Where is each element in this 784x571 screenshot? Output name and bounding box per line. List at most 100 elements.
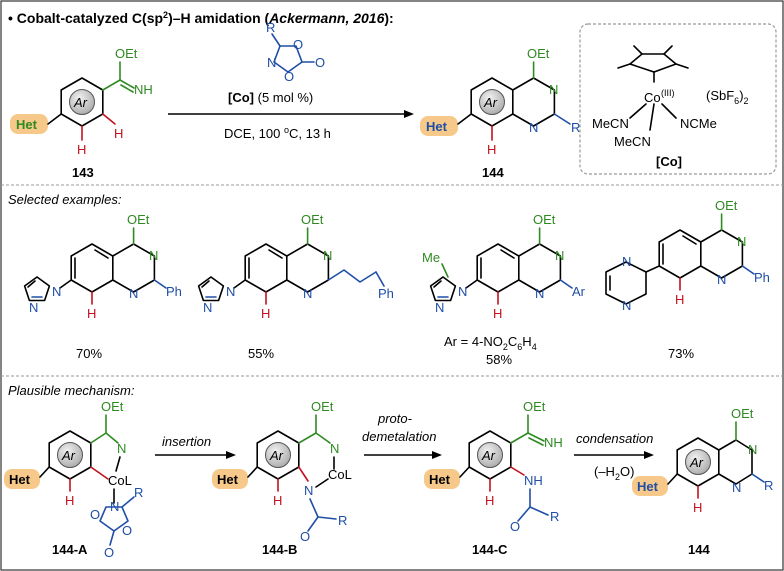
het-highlight: [632, 476, 668, 496]
oet-label: OEt: [731, 406, 754, 421]
intermediate-144-B: Ar Het H OEt N CoL N R O: [212, 399, 352, 544]
ligand-mecn-2: MeCN: [614, 134, 651, 149]
o-label-2: O: [122, 523, 132, 538]
ar-label: Ar: [481, 448, 496, 463]
arrow-head: [432, 451, 442, 459]
reactant-143: Ar Het H H OEt NH 143: [10, 46, 153, 180]
o-label-2: O: [284, 69, 294, 84]
n-label-2: N: [717, 272, 726, 287]
cp-star-cobalt: Co (III) MeCN MeCN NCMe (SbF6)2 [Co]: [592, 45, 749, 169]
o-label-3: O: [315, 55, 325, 70]
compound-label-144: 144: [482, 165, 504, 180]
ph-label: Ph: [166, 284, 182, 299]
me-label: Me: [422, 250, 440, 265]
nh-label-2: NH: [524, 473, 543, 488]
het-label: Het: [217, 472, 239, 487]
example-3-note: Ar = 4-NO2C6H4: [444, 334, 537, 352]
yield-73: 73%: [668, 346, 694, 361]
h-atom: H: [487, 142, 496, 157]
catalyst-label: [Co]: [656, 154, 682, 169]
compound-label-143: 143: [72, 165, 94, 180]
h-atom: H: [77, 142, 86, 157]
het-label: Het: [426, 119, 448, 134]
product-144: Ar Het H OEt N N R 144: [420, 46, 580, 180]
n-label: N: [323, 248, 332, 263]
example-1: OEt N N Ph H N N: [23, 212, 182, 321]
n-label-2: N: [535, 286, 544, 301]
intermediate-144-A: Ar Het H OEt N CoL N O O R O: [4, 399, 143, 560]
intermediate-144-C: Ar Het H OEt NH NH R O: [424, 399, 563, 534]
mechanism-heading: Plausible mechanism:: [8, 383, 135, 398]
o-label-3: O: [104, 545, 114, 560]
het-label: Het: [429, 472, 451, 487]
n-label: N: [748, 442, 757, 457]
oet-label: OEt: [527, 46, 550, 61]
n-label-2: N: [529, 120, 538, 135]
oet-label: OEt: [523, 399, 546, 414]
n-label-4: N: [29, 300, 38, 315]
conditions-text: DCE, 100 oC, 13 h: [224, 125, 331, 141]
counterion: (SbF6)2: [706, 88, 749, 106]
catalyst-box: [579, 23, 777, 175]
o-label: O: [510, 519, 520, 534]
ar-label: Ar: [73, 95, 88, 110]
het-label: Het: [16, 117, 38, 132]
n-label-2: N: [304, 483, 313, 498]
arrow-head: [644, 451, 654, 459]
ar-label: Ar: [61, 448, 76, 463]
ph-label: Ph: [378, 286, 394, 301]
h-atom: H: [485, 493, 494, 508]
example-2: OEt N N Ph H N N: [197, 212, 394, 321]
h-atom: H: [65, 493, 74, 508]
n-label-3: N: [622, 254, 631, 269]
ligand-mecn-1: MeCN: [592, 116, 629, 131]
page-title: • Cobalt-catalyzed C(sp2)–H amidation (A…: [8, 10, 394, 26]
r-label: R: [266, 20, 275, 35]
het-highlight: [420, 116, 458, 136]
example-4: OEt N N Ph H N N: [605, 198, 770, 313]
o-label: O: [293, 37, 303, 52]
oet-label: OEt: [533, 212, 556, 227]
n-label: N: [549, 82, 558, 97]
n-label-4: N: [203, 300, 212, 315]
label-144-A: 144-A: [52, 542, 88, 557]
het-highlight: [424, 469, 460, 489]
n-label-3: N: [458, 284, 467, 299]
col-label: CoL: [108, 473, 132, 488]
het-label: Het: [637, 479, 659, 494]
co-label: Co: [644, 90, 661, 105]
n-label: N: [737, 234, 746, 249]
ar-sub-label: Ar: [572, 284, 586, 299]
n-label-4: N: [435, 300, 444, 315]
r-label: R: [338, 513, 347, 528]
step-proto: proto-: [377, 411, 413, 426]
n-label-2: N: [303, 286, 312, 301]
oet-label: OEt: [715, 198, 738, 213]
n-label-4: N: [622, 298, 631, 313]
r-label: R: [134, 485, 143, 500]
catalyst-text: [Co] (5 mol %): [228, 90, 313, 105]
ligand-ncme: NCMe: [680, 116, 717, 131]
label-144-C: 144-C: [472, 542, 508, 557]
arrow-head: [226, 451, 236, 459]
n-label-2: N: [129, 286, 138, 301]
het-highlight: [212, 469, 248, 489]
h-atom: H: [675, 292, 684, 307]
yield-70: 70%: [76, 346, 102, 361]
het-highlight: [10, 114, 48, 134]
o-label: O: [90, 507, 100, 522]
n-label-2: N: [110, 499, 119, 514]
final-product-144: Ar Het H OEt N N R: [632, 406, 773, 515]
h-atom: H: [87, 306, 96, 321]
label-144-final: 144: [688, 542, 710, 557]
oet-label: OEt: [115, 46, 138, 61]
col-label: CoL: [328, 467, 352, 482]
het-label: Het: [9, 472, 31, 487]
h-atom: H: [273, 493, 282, 508]
h-atom: H: [261, 306, 270, 321]
arrow-head: [404, 110, 414, 118]
n-label-2: N: [732, 480, 741, 495]
nh-label: NH: [544, 435, 563, 450]
label-144-B: 144-B: [262, 542, 297, 557]
